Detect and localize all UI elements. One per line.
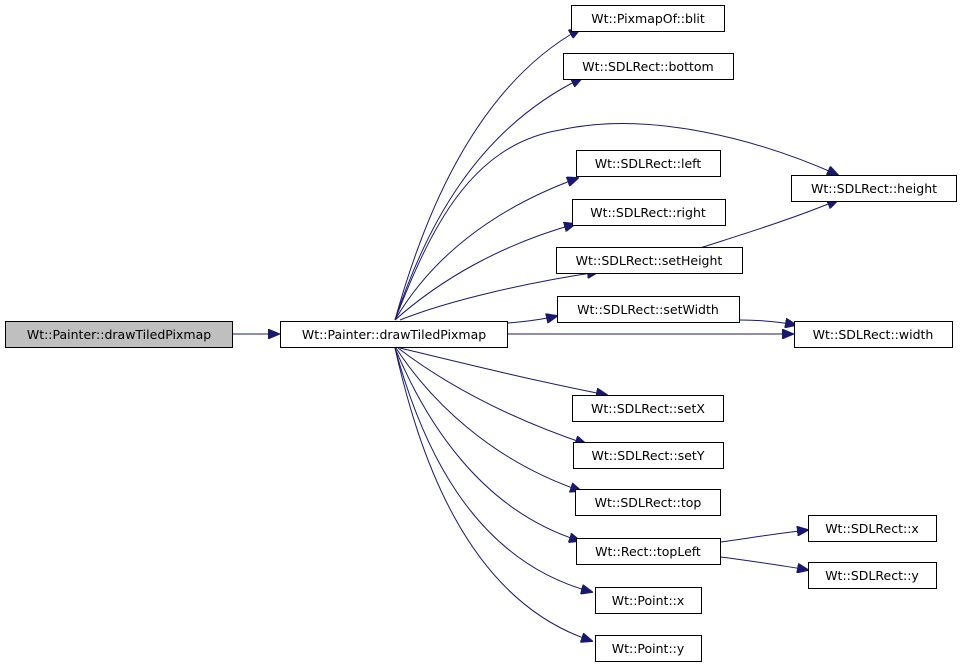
node-left[interactable]: Wt::SDLRect::left bbox=[576, 150, 721, 177]
node-pointY-box bbox=[595, 635, 702, 662]
edge-main-to-pointY bbox=[394, 347, 592, 641]
edge-main-to-left bbox=[394, 178, 578, 321]
node-topLeft-box bbox=[576, 538, 721, 565]
edge-main-to-blit bbox=[394, 29, 580, 321]
edge-main-to-setWidth bbox=[507, 316, 557, 324]
node-height[interactable]: Wt::SDLRect::height bbox=[791, 175, 957, 202]
node-width-label: Wt::SDLRect::width bbox=[813, 327, 934, 342]
node-height-box bbox=[791, 175, 957, 202]
node-setY-box bbox=[573, 442, 724, 469]
node-height-label: Wt::SDLRect::height bbox=[811, 181, 937, 196]
node-right-label: Wt::SDLRect::right bbox=[590, 205, 706, 220]
node-topLeft[interactable]: Wt::Rect::topLeft bbox=[576, 538, 721, 565]
node-pointY-label: Wt::Point::y bbox=[612, 641, 685, 656]
node-blit-label: Wt::PixmapOf::blit bbox=[591, 11, 705, 26]
node-left-box bbox=[576, 150, 721, 177]
node-top-label: Wt::SDLRect::top bbox=[595, 495, 702, 510]
node-setY-label: Wt::SDLRect::setY bbox=[592, 448, 705, 463]
node-main[interactable]: Wt::Painter::drawTiledPixmap bbox=[280, 321, 508, 348]
node-root[interactable]: Wt::Painter::drawTiledPixmap bbox=[5, 321, 233, 348]
node-setHeight[interactable]: Wt::SDLRect::setHeight bbox=[556, 247, 743, 274]
node-root-box bbox=[5, 321, 233, 348]
node-right[interactable]: Wt::SDLRect::right bbox=[572, 199, 726, 226]
node-setY[interactable]: Wt::SDLRect::setY bbox=[573, 442, 724, 469]
node-sdlX[interactable]: Wt::SDLRect::x bbox=[808, 515, 937, 542]
node-pointX[interactable]: Wt::Point::x bbox=[595, 587, 702, 614]
edge-main-to-setY bbox=[397, 347, 586, 444]
edge-setWidth-to-width bbox=[739, 320, 796, 325]
node-topLeft-label: Wt::Rect::topLeft bbox=[595, 544, 701, 559]
node-setWidth-label: Wt::SDLRect::setWidth bbox=[577, 302, 719, 317]
edge-main-to-bottom bbox=[394, 78, 582, 321]
node-sdlY-box bbox=[808, 562, 937, 589]
node-bottom-label: Wt::SDLRect::bottom bbox=[582, 59, 713, 74]
node-setHeight-box bbox=[556, 247, 743, 274]
node-sdlX-label: Wt::SDLRect::x bbox=[825, 521, 919, 536]
edge-main-to-setHeight bbox=[399, 272, 598, 321]
node-blit-box bbox=[571, 5, 725, 32]
edge-main-to-right bbox=[394, 224, 575, 321]
node-setWidth-box bbox=[557, 296, 740, 323]
edge-setHeight-to-height bbox=[699, 200, 838, 249]
node-pointX-label: Wt::Point::x bbox=[612, 593, 685, 608]
edge-main-to-top bbox=[395, 347, 581, 491]
node-bottom[interactable]: Wt::SDLRect::bottom bbox=[563, 53, 734, 80]
edge-main-to-topLeft bbox=[394, 347, 580, 541]
node-width-box bbox=[794, 321, 953, 348]
edge-main-to-setX bbox=[399, 347, 607, 395]
node-sdlY[interactable]: Wt::SDLRect::y bbox=[808, 562, 937, 589]
edge-main-to-pointX bbox=[394, 347, 592, 592]
node-right-box bbox=[572, 199, 726, 226]
edge-topLeft-to-sdlX bbox=[720, 530, 808, 543]
node-main-box bbox=[280, 321, 508, 348]
node-pointX-box bbox=[595, 587, 702, 614]
node-setX-label: Wt::SDLRect::setX bbox=[591, 401, 705, 416]
node-setWidth[interactable]: Wt::SDLRect::setWidth bbox=[557, 296, 740, 323]
node-setX-box bbox=[572, 395, 724, 422]
edge-topLeft-to-sdlY bbox=[720, 556, 808, 570]
nodes: Wt::Painter::drawTiledPixmap Wt::Painter… bbox=[5, 5, 957, 662]
node-pointY[interactable]: Wt::Point::y bbox=[595, 635, 702, 662]
node-sdlY-label: Wt::SDLRect::y bbox=[825, 568, 919, 583]
node-blit[interactable]: Wt::PixmapOf::blit bbox=[571, 5, 725, 32]
edge-main-to-height bbox=[394, 123, 838, 321]
edges bbox=[233, 29, 838, 641]
node-width[interactable]: Wt::SDLRect::width bbox=[794, 321, 953, 348]
node-setX[interactable]: Wt::SDLRect::setX bbox=[572, 395, 724, 422]
node-left-label: Wt::SDLRect::left bbox=[595, 156, 702, 171]
node-top[interactable]: Wt::SDLRect::top bbox=[575, 489, 721, 516]
node-root-label: Wt::Painter::drawTiledPixmap bbox=[27, 327, 211, 342]
node-main-label: Wt::Painter::drawTiledPixmap bbox=[302, 327, 486, 342]
node-bottom-box bbox=[563, 53, 734, 80]
node-sdlX-box bbox=[808, 515, 937, 542]
node-setHeight-label: Wt::SDLRect::setHeight bbox=[576, 253, 723, 268]
node-top-box bbox=[575, 489, 721, 516]
